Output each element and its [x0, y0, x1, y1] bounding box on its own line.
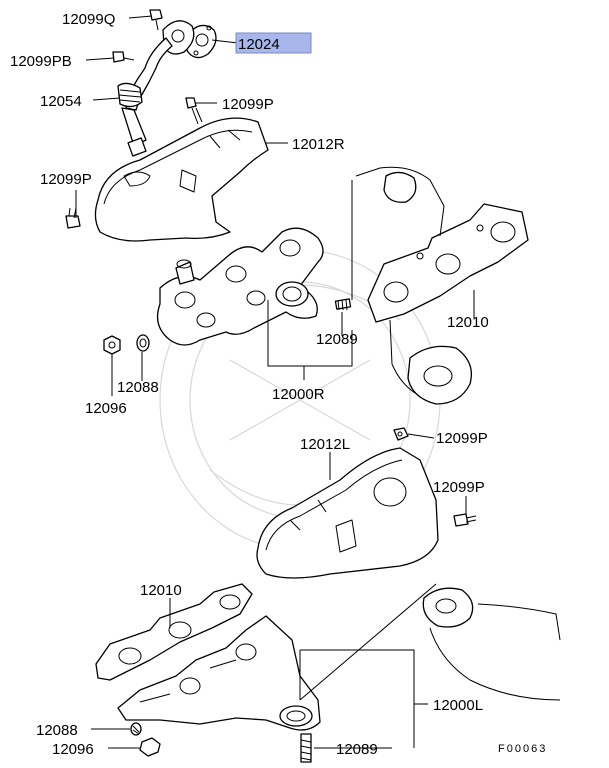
bolt-12099p-shield-top	[393, 427, 409, 441]
bolt-12099p-left	[65, 207, 81, 229]
washer-12088-lower	[130, 722, 142, 736]
gasket-12010-right	[367, 203, 529, 323]
callout-12089-lower[interactable]: 12089	[336, 741, 378, 758]
stud-12089-upper	[334, 298, 352, 311]
callout-12088-upper[interactable]: 12088	[117, 379, 159, 396]
nut-12096-lower	[139, 737, 161, 757]
callout-12000l[interactable]: 12000L	[433, 697, 483, 714]
bolt-12099q	[149, 9, 163, 31]
callout-12099p-shield-top[interactable]: 12099P	[436, 430, 488, 447]
leader-lines	[75, 15, 475, 749]
callout-12024[interactable]: 12024	[238, 36, 280, 53]
callout-12000r[interactable]: 12000R	[272, 386, 325, 403]
bolt-12099p-top	[185, 97, 203, 125]
bolt-12099p-shield-side	[453, 513, 477, 527]
exhaust-manifold-12000r	[156, 227, 324, 346]
callout-12012l[interactable]: 12012L	[300, 436, 350, 453]
callout-12089-upper[interactable]: 12089	[316, 331, 358, 348]
heat-shield-12012r	[94, 117, 269, 242]
stud-12089-lower	[300, 733, 312, 763]
bolt-12099pb	[112, 51, 135, 63]
callout-12010-left[interactable]: 12010	[140, 582, 182, 599]
gasket-12010-left	[95, 583, 253, 681]
exhaust-manifold-12000l	[117, 615, 321, 731]
callout-12012r[interactable]: 12012R	[292, 136, 345, 153]
cylinder-head-outline	[355, 166, 473, 405]
callout-12010-right[interactable]: 12010	[447, 314, 489, 331]
callout-12096-upper[interactable]: 12096	[85, 400, 127, 417]
heat-shield-12012l	[256, 447, 439, 579]
callout-12099pb[interactable]: 12099PB	[10, 53, 72, 70]
washer-12088-upper	[136, 334, 150, 352]
callout-12099q[interactable]: 12099Q	[62, 11, 115, 28]
nut-12096-upper	[103, 335, 121, 355]
callout-12099p-left[interactable]: 12099P	[40, 171, 92, 188]
callout-12099p-shield-side[interactable]: 12099P	[433, 479, 485, 496]
highlight-box	[235, 32, 312, 54]
oil-pipe-12054	[117, 37, 173, 157]
callout-12054[interactable]: 12054	[40, 93, 82, 110]
callout-12096-lower[interactable]: 12096	[52, 741, 94, 758]
callout-labels: 12099Q 12099PB 12024 12054 12099P 12012R…	[10, 11, 547, 758]
exhaust-pipe-flange	[422, 587, 561, 701]
figure-code: F00063	[498, 743, 547, 755]
callout-12099p-top[interactable]: 12099P	[222, 96, 274, 113]
callout-12088-lower[interactable]: 12088	[36, 722, 78, 739]
